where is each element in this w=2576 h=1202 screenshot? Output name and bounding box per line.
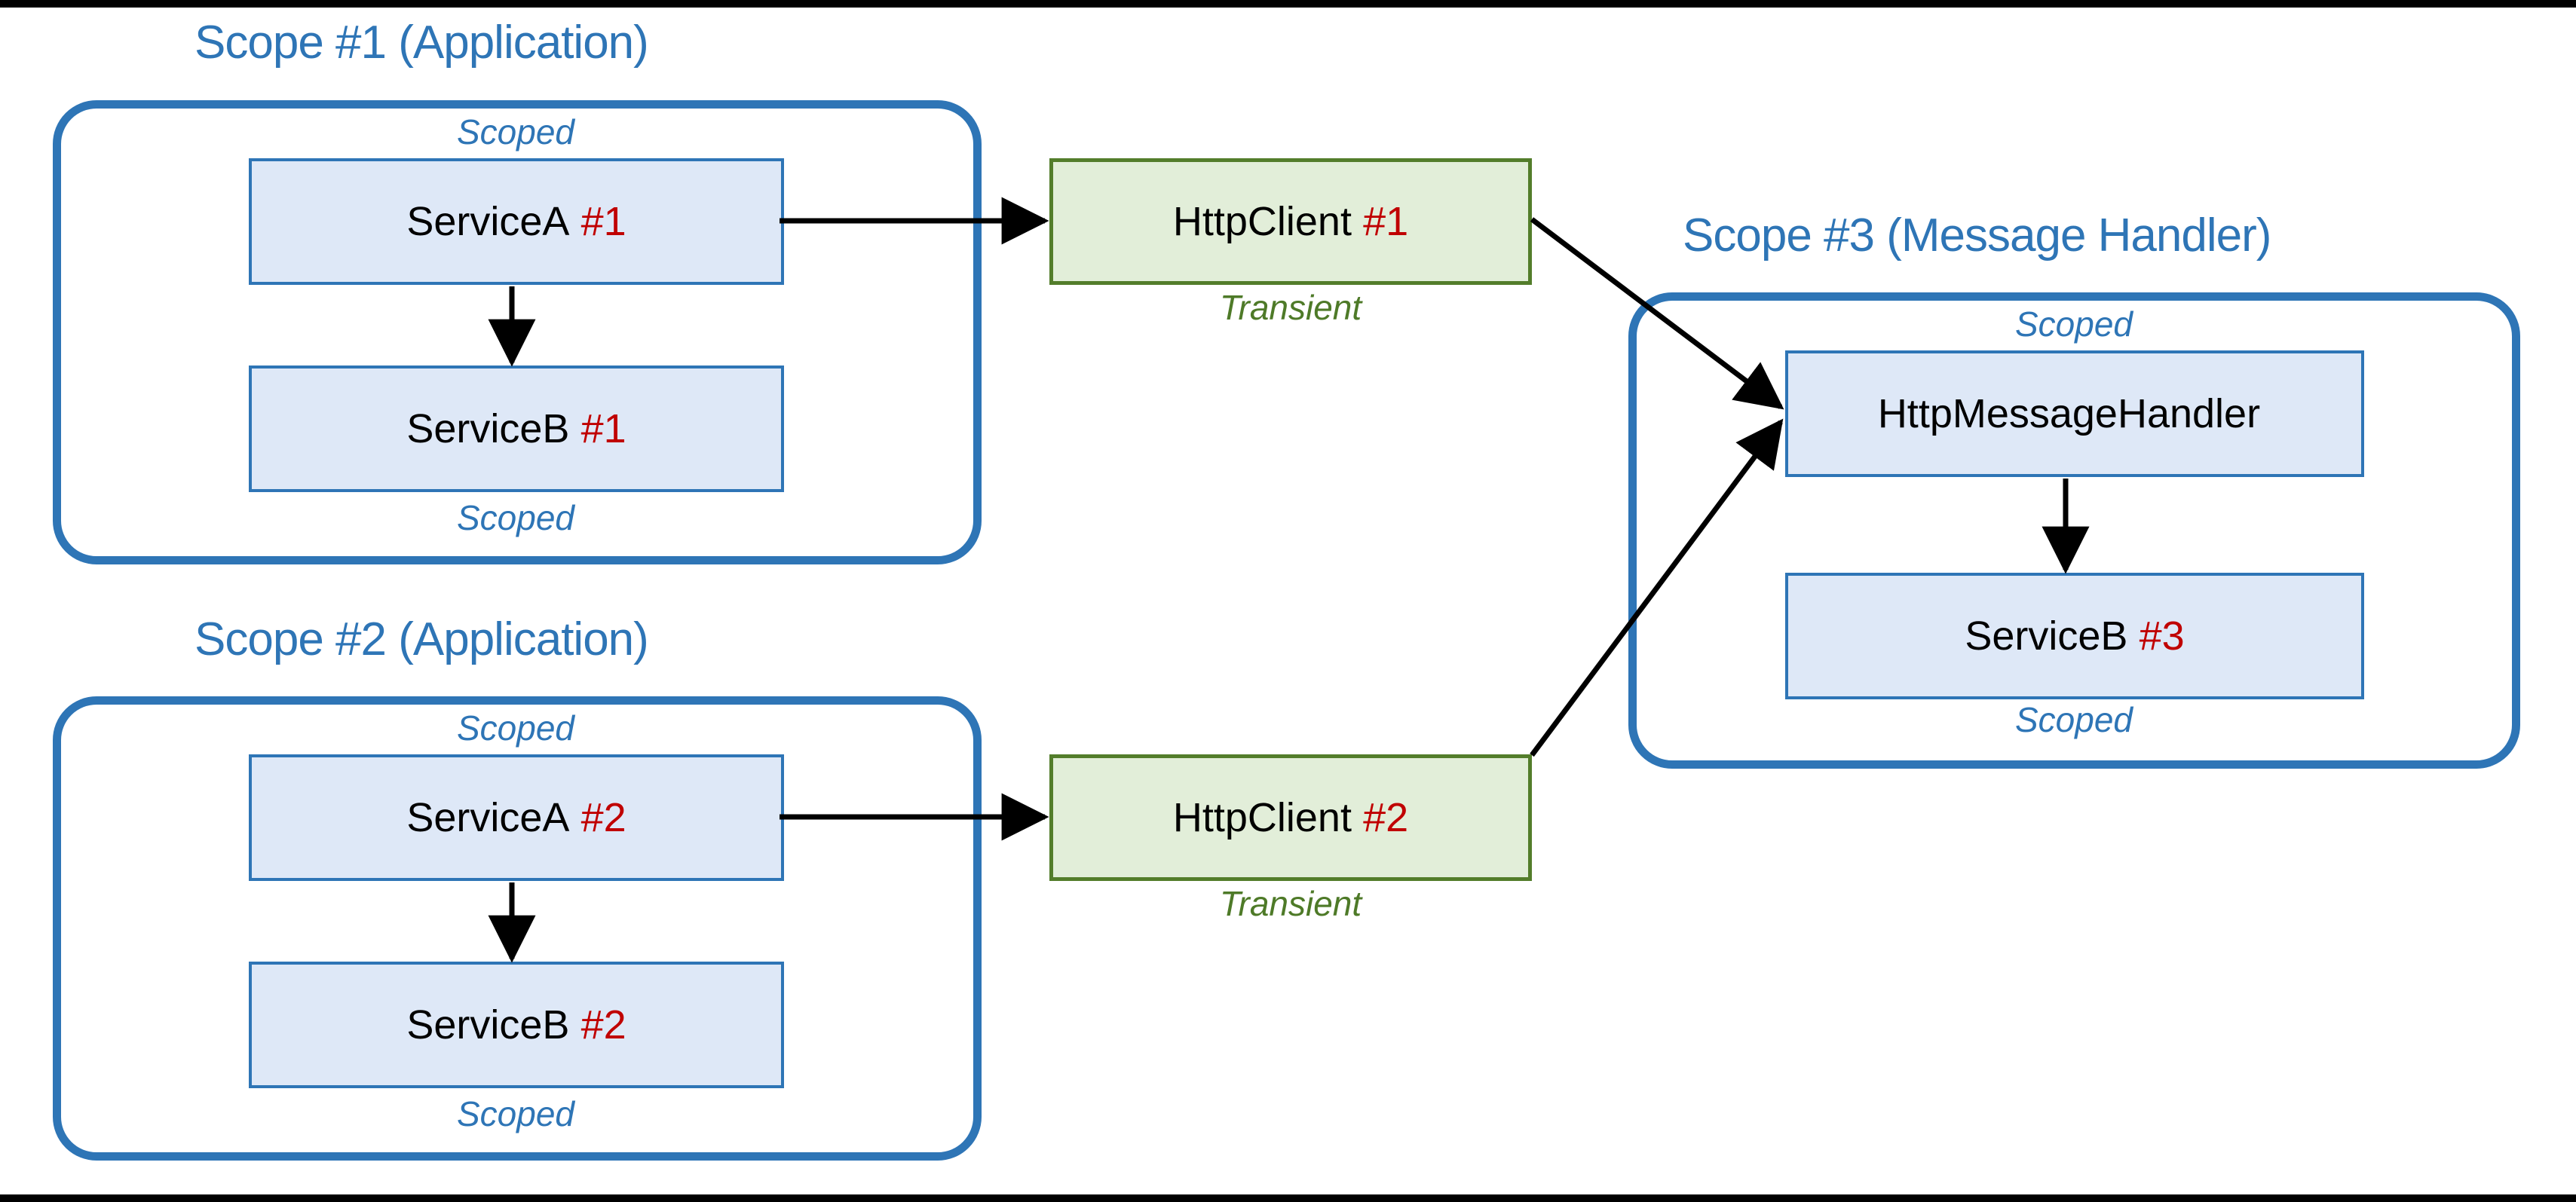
scope-2-title: Scope #2 (Application) — [195, 613, 649, 665]
node-serviceb-2-index: #2 — [580, 1002, 626, 1048]
scope-1-container — [53, 100, 982, 564]
node-servicea-2[interactable]: ServiceA#2 — [249, 754, 784, 881]
node-serviceb-2[interactable]: ServiceB#2 — [249, 962, 784, 1088]
letterbox-top — [0, 0, 2576, 8]
node-serviceb-1[interactable]: ServiceB#1 — [249, 365, 784, 492]
scope-1-bottom-lifetime-label: Scoped — [456, 498, 574, 537]
node-servicea-1-index: #1 — [580, 199, 626, 244]
scope-3-top-lifetime-label: Scoped — [2014, 304, 2133, 344]
node-servicea-1-name: ServiceA — [406, 199, 570, 244]
node-httpclient-2-name: HttpClient — [1172, 795, 1352, 840]
node-httpclient-1-name: HttpClient — [1172, 199, 1352, 244]
node-serviceb-1-name: ServiceB — [406, 406, 570, 451]
scope-3-bottom-lifetime-label: Scoped — [2014, 700, 2133, 739]
node-httpclient-1-index: #1 — [1363, 199, 1409, 244]
scope-1-top-lifetime-label: Scoped — [456, 112, 574, 151]
letterbox-bottom — [0, 1194, 2576, 1202]
node-servicea-2-index: #2 — [580, 795, 626, 840]
scope-3-title: Scope #3 (Message Handler) — [1683, 210, 2271, 262]
scope-2-bottom-lifetime-label: Scoped — [456, 1094, 574, 1133]
node-httpclient-2[interactable]: HttpClient#2 — [1049, 754, 1532, 881]
node-servicea-1[interactable]: ServiceA#1 — [249, 158, 784, 285]
node-httpmessagehandler-name: HttpMessageHandler — [1877, 391, 2261, 436]
node-httpclient-1[interactable]: HttpClient#1 — [1049, 158, 1532, 285]
node-serviceb-3[interactable]: ServiceB#3 — [1785, 573, 2364, 699]
node-servicea-2-name: ServiceA — [406, 795, 570, 840]
node-serviceb-1-index: #1 — [580, 406, 626, 451]
httpclient-1-lifetime-label: Transient — [1219, 288, 1362, 327]
httpclient-2-lifetime-label: Transient — [1219, 884, 1362, 923]
node-httpmessagehandler[interactable]: HttpMessageHandler — [1785, 350, 2364, 477]
node-serviceb-3-name: ServiceB — [1965, 613, 2128, 659]
scope-1-title: Scope #1 (Application) — [195, 17, 649, 69]
node-serviceb-2-name: ServiceB — [406, 1002, 570, 1048]
node-serviceb-3-index: #3 — [2139, 613, 2185, 659]
node-httpclient-2-index: #2 — [1363, 795, 1409, 840]
scope-2-container — [53, 696, 982, 1161]
scope-2-top-lifetime-label: Scoped — [456, 708, 574, 748]
